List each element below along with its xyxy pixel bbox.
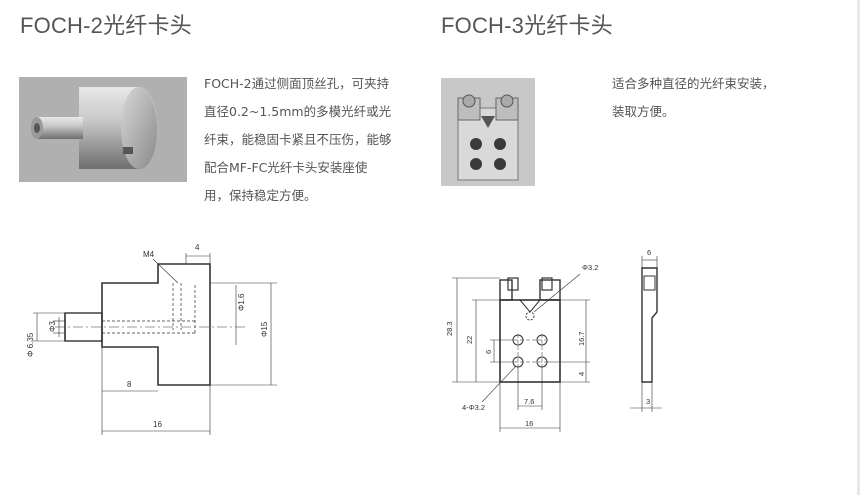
foch2-desc-line: 用，保持稳定方便。 bbox=[204, 188, 317, 203]
dim-bottom-offset: 4 bbox=[577, 372, 586, 376]
dim-hole-top: Φ3.2 bbox=[582, 263, 598, 272]
dim-side-width: 6 bbox=[647, 248, 651, 257]
dim-bore: Φ3 bbox=[48, 321, 57, 332]
dim-width: 16 bbox=[525, 419, 533, 428]
dim-total-len: 16 bbox=[153, 420, 162, 429]
dim-side-thick: 3 bbox=[646, 397, 650, 406]
foch2-title: FOCH-2光纤卡头 bbox=[20, 13, 192, 38]
right-edge-divider bbox=[857, 0, 860, 495]
dim-height-total: 28.3 bbox=[445, 321, 454, 336]
foch2-desc-line: FOCH-2通过侧面顶丝孔，可夹持 bbox=[204, 76, 390, 91]
dim-holes-4: 4-Φ3.2 bbox=[462, 403, 485, 412]
foch2-description: FOCH-2通过侧面顶丝孔，可夹持 直径0.2~1.5mm的多模光纤或光 纤束，… bbox=[204, 70, 424, 210]
dim-top-width: 4 bbox=[195, 243, 200, 252]
foch3-technical-drawing: Φ3.2 28.3 22 6 16.7 4 4-Φ3.2 7.6 16 6 3 bbox=[430, 240, 680, 440]
foch2-desc-line: 纤束，能稳固卡紧且不压伤，能够 bbox=[204, 132, 392, 147]
dim-height-right: 16.7 bbox=[577, 331, 586, 346]
dim-small-hole: Φ1.6 bbox=[237, 293, 246, 311]
foch3-description: 适合多种直径的光纤束安装， 装取方便。 bbox=[612, 70, 832, 126]
dim-nose-len: 8 bbox=[127, 380, 132, 389]
dim-nose-dia: Φ 6.35 bbox=[26, 332, 35, 357]
foch2-desc-line: 直径0.2~1.5mm的多模光纤或光 bbox=[204, 104, 392, 119]
dim-hole-pitch-v: 6 bbox=[484, 350, 493, 354]
foch2-desc-line: 配合MF-FC光纤卡头安装座使 bbox=[204, 160, 368, 175]
foch3-photo bbox=[441, 78, 535, 186]
foch2-photo bbox=[19, 77, 187, 182]
dim-height-inner: 22 bbox=[465, 336, 474, 344]
foch2-technical-drawing: M4 4 Φ1.6 Φ15 Φ3 Φ 6.35 8 16 bbox=[15, 235, 295, 445]
dim-thread: M4 bbox=[143, 250, 155, 259]
foch3-desc-line: 适合多种直径的光纤束安装， bbox=[612, 76, 775, 91]
dim-hole-pitch-h: 7.6 bbox=[524, 397, 534, 406]
foch3-title: FOCH-3光纤卡头 bbox=[441, 13, 613, 38]
foch3-desc-line: 装取方便。 bbox=[612, 104, 675, 119]
dim-body-dia: Φ15 bbox=[260, 321, 269, 337]
